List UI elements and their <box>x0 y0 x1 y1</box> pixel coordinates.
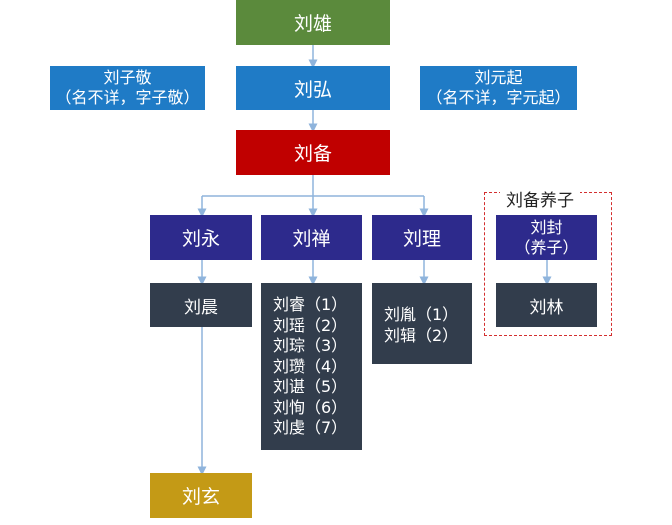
node-liu-li-sons: 刘胤（1） 刘辑（2） <box>372 283 472 364</box>
node-label: 刘雄 <box>293 13 332 35</box>
node-liu-shan: 刘禅 <box>261 215 362 260</box>
node-liu-xuan: 刘玄 <box>150 473 252 518</box>
son-label: 刘瑶（2） <box>273 315 348 335</box>
node-label: 刘永 <box>181 228 220 250</box>
node-liu-yuanqi: 刘元起（名不详，字元起） <box>420 66 577 110</box>
node-label: 刘弘 <box>293 78 332 101</box>
node-label: 刘林 <box>529 297 564 318</box>
node-liu-li: 刘理 <box>372 215 472 260</box>
node-label: 刘理 <box>402 228 441 250</box>
node-label: 刘子敬 <box>103 68 152 87</box>
node-liu-bei: 刘备 <box>236 130 390 175</box>
node-liu-feng: 刘封（养子） <box>496 215 597 260</box>
son-label: 刘恂（6） <box>273 397 348 417</box>
node-liu-yong: 刘永 <box>150 215 252 260</box>
son-label: 刘瓒（4） <box>273 356 348 376</box>
node-label: 刘禅 <box>292 228 331 250</box>
son-label: 刘琮（3） <box>273 336 348 355</box>
node-label: 刘晨 <box>184 298 218 318</box>
node-liu-zijing: 刘子敬（名不详，字子敬） <box>50 66 205 110</box>
son-label: 刘虔（7） <box>273 418 348 437</box>
node-label: 刘封 <box>530 217 563 237</box>
node-label: 刘玄 <box>181 486 220 508</box>
node-liu-xiong: 刘雄 <box>236 0 390 45</box>
node-label: 刘元起 <box>474 68 523 87</box>
node-sublabel: （养子） <box>514 237 579 257</box>
son-label: 刘胤（1） <box>384 305 459 324</box>
node-liu-lin: 刘林 <box>496 283 597 327</box>
node-label: 刘备 <box>293 143 332 165</box>
node-sublabel: （名不详，字元起） <box>426 88 571 107</box>
node-liu-hong: 刘弘 <box>236 66 390 110</box>
node-sublabel: （名不详，字子敬） <box>55 88 200 107</box>
adopted-group-label: 刘备养子 <box>500 186 580 211</box>
node-liu-shan-sons: 刘睿（1） 刘瑶（2） 刘琮（3） 刘瓒（4） 刘谌（5） 刘恂（6） 刘虔（7… <box>261 283 362 450</box>
son-label: 刘睿（1） <box>273 295 348 314</box>
node-liu-chen: 刘晨 <box>150 283 252 327</box>
son-label: 刘辑（2） <box>384 325 459 345</box>
son-label: 刘谌（5） <box>273 377 348 396</box>
